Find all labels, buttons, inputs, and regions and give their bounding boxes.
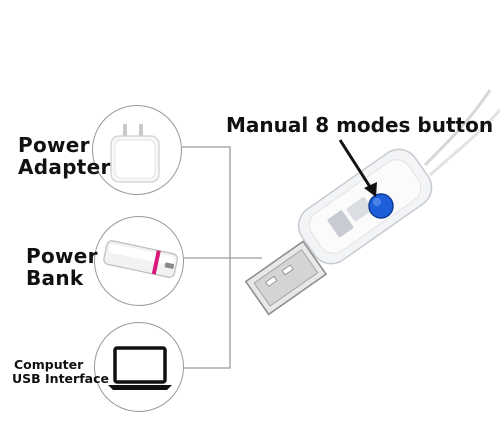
power-adapter-label-line1: Power xyxy=(18,133,90,157)
power-adapter-icon xyxy=(110,124,160,183)
power-bank-icon xyxy=(103,240,179,278)
power-bank-label-line2: Bank xyxy=(26,266,84,291)
manual-mode-button xyxy=(368,193,394,219)
laptop-label: Computer USB Interface xyxy=(12,358,109,386)
power-bank-circle xyxy=(94,216,184,306)
controller-body xyxy=(297,148,433,265)
callout-arrowhead xyxy=(364,182,377,197)
power-adapter-label-line2: Adapter xyxy=(18,155,111,180)
laptop-icon xyxy=(108,346,172,390)
usb-plug xyxy=(244,240,328,316)
callout-arrow-line xyxy=(338,139,374,191)
power-adapter-circle xyxy=(92,105,182,195)
power-adapter-label: Power Adapter xyxy=(18,134,111,179)
laptop-label-line1: Computer xyxy=(14,357,84,372)
power-bank-label-line1: Power xyxy=(26,244,98,268)
laptop-circle xyxy=(94,322,184,412)
cable-upper xyxy=(423,89,492,167)
power-bank-label: Power Bank xyxy=(26,245,98,290)
cable-lower xyxy=(429,109,500,177)
laptop-label-line2: USB Interface xyxy=(12,371,109,386)
manual-modes-callout: Manual 8 modes button xyxy=(226,113,494,137)
